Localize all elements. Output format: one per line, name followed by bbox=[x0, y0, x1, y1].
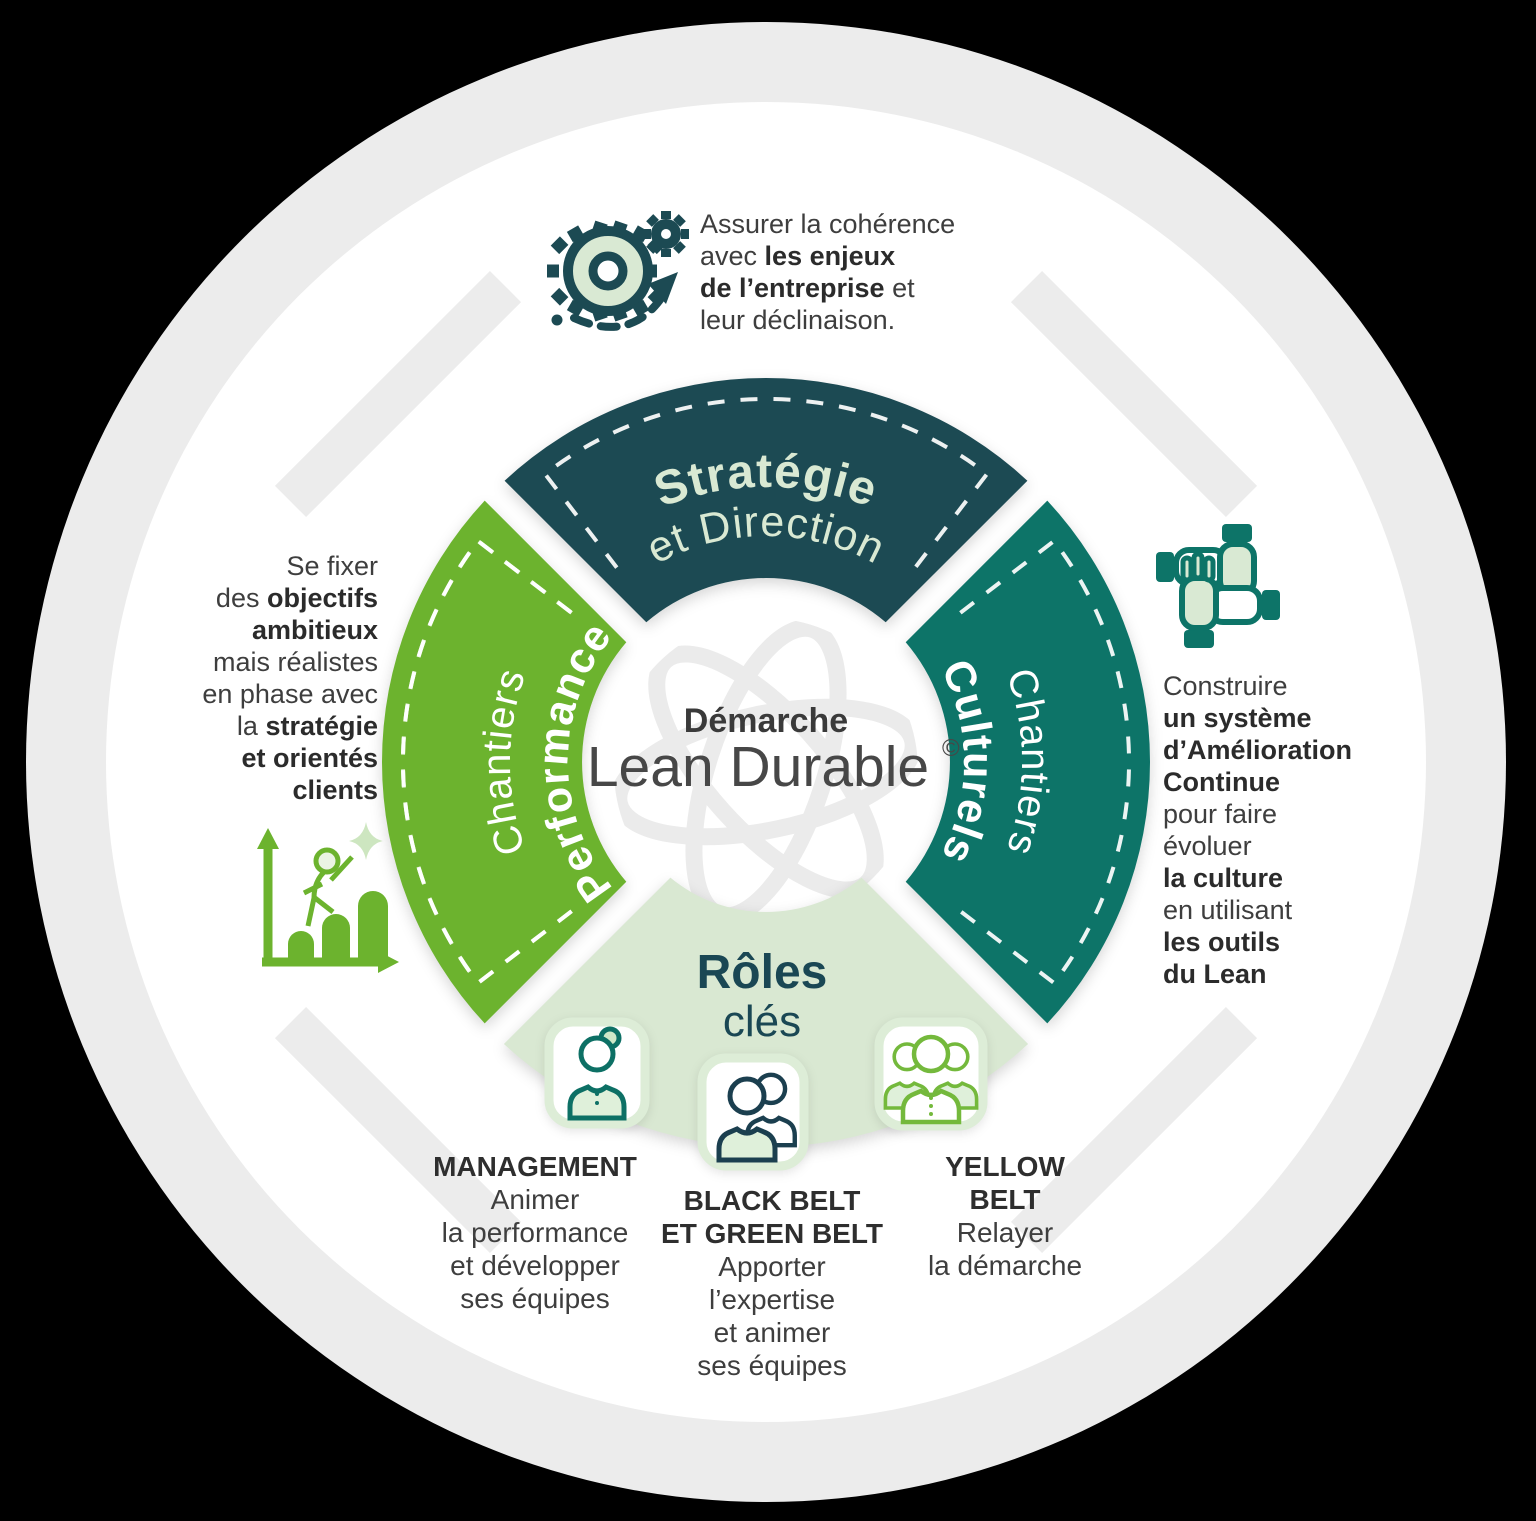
label-roles: Rôles bbox=[697, 946, 828, 999]
segment-strategie-direction bbox=[504, 377, 1028, 623]
center-wordmark: Démarche Lean Durable © bbox=[587, 702, 960, 799]
inner-disc bbox=[106, 102, 1426, 1422]
label-cles: clés bbox=[723, 997, 801, 1046]
manager-person-icon bbox=[567, 1026, 627, 1121]
copyright-mark: © bbox=[942, 735, 960, 762]
growth-chart-icon bbox=[257, 822, 399, 973]
segment-dashed-borders bbox=[400, 396, 1132, 986]
center-kicker: Démarche bbox=[684, 702, 848, 740]
gears-arrow-icon bbox=[547, 211, 689, 331]
segment-chantiers-performance bbox=[381, 500, 627, 1024]
center-title: Lean Durable bbox=[587, 735, 929, 799]
segment-chantiers-culturels bbox=[905, 500, 1151, 1024]
diagonal-spokes bbox=[274, 270, 1258, 1254]
two-people-icon bbox=[716, 1072, 797, 1163]
three-people-icon bbox=[883, 1034, 979, 1125]
teamwork-hands-icon bbox=[1156, 524, 1280, 648]
